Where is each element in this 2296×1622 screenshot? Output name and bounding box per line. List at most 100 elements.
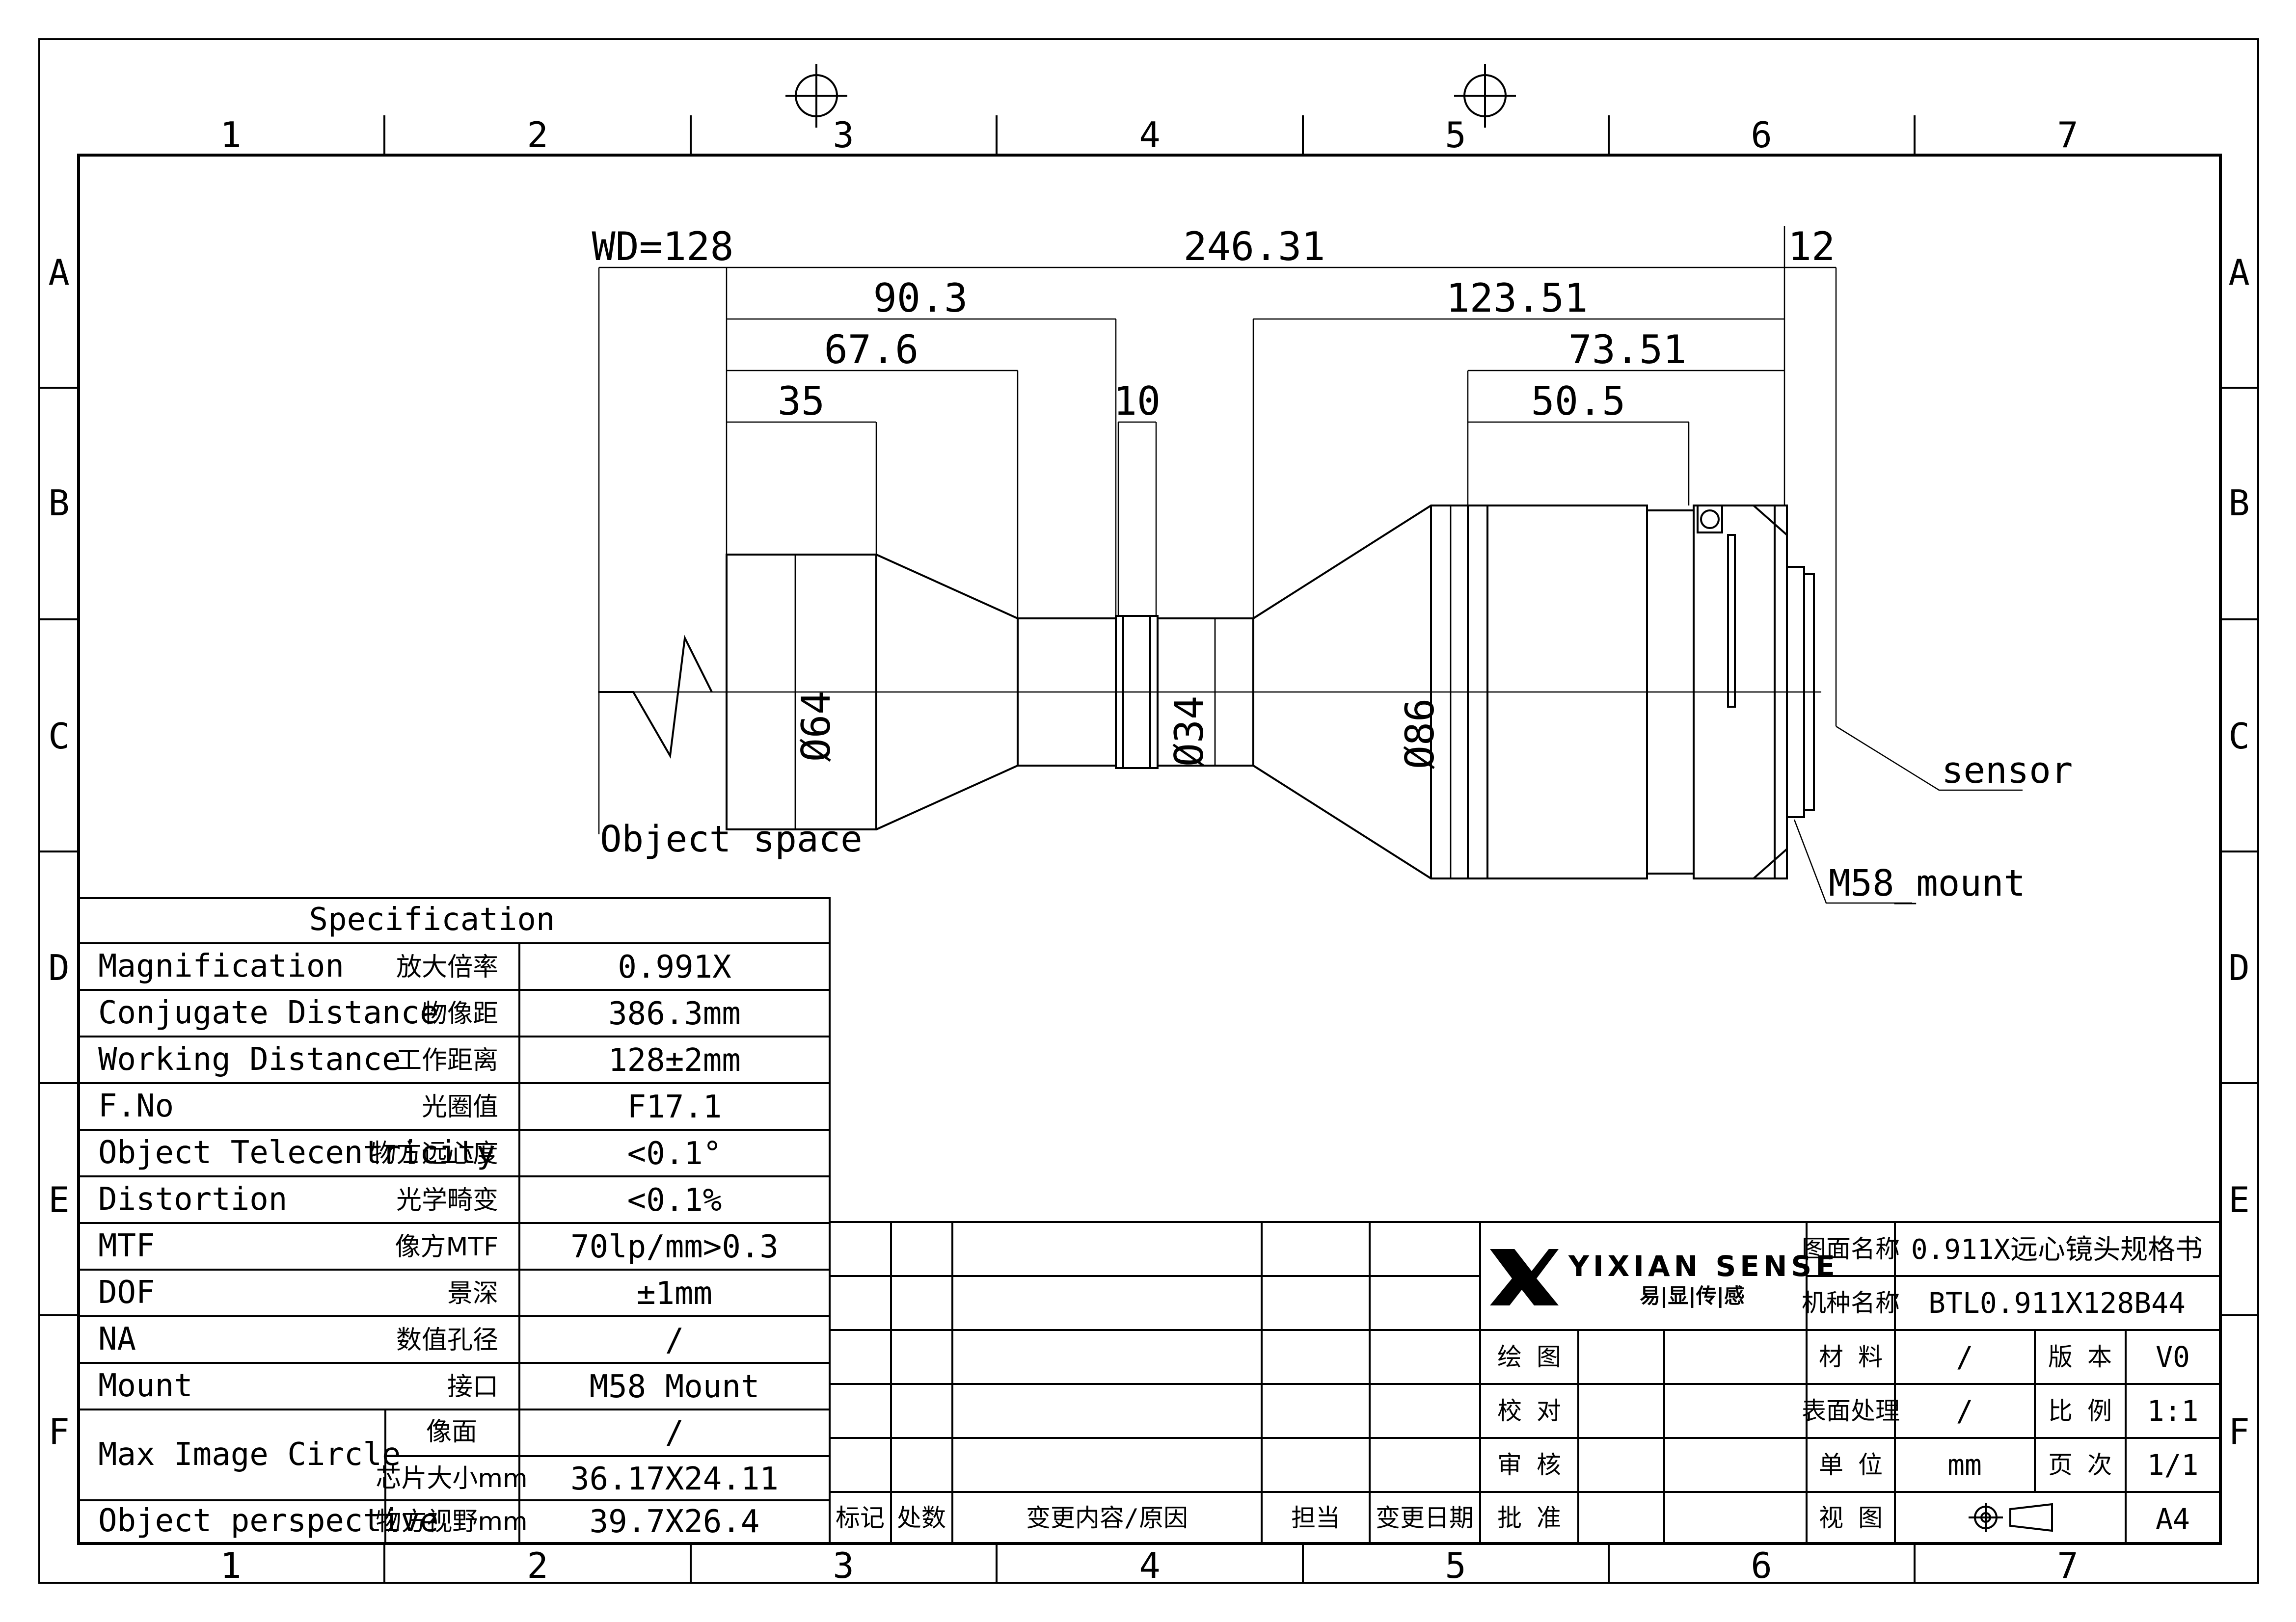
dim-123-51: 123.51 [1446, 275, 1588, 321]
spec-value: ±1mm [637, 1276, 712, 1312]
dim-wd: WD=128 [592, 224, 734, 269]
spec-label-cn: 物像距 [422, 999, 498, 1029]
scale-label: 比 例 [2048, 1397, 2112, 1425]
rev-header-content: 变更内容/原因 [1026, 1504, 1188, 1532]
spec-label-en: Object Telecentricity [98, 1135, 495, 1171]
label-object-space: Object space [600, 818, 863, 860]
spec-value: 0.991X [618, 949, 731, 985]
dim-90-3: 90.3 [873, 275, 968, 321]
spec-label-cn: 放大倍率 [396, 953, 498, 982]
spec-circle-v2: 36.17X24.11 [570, 1461, 779, 1497]
surface-label: 表面处理 [1802, 1397, 1900, 1425]
dim-overall: 246.31 [1184, 224, 1325, 269]
spec-perspective-en: Object perspective [98, 1503, 439, 1539]
model-name: BTL0.911X128B44 [1928, 1286, 2186, 1320]
spec-perspective-cn: 物方视野mm [376, 1507, 527, 1537]
title-block-lines [829, 1221, 2221, 1544]
zone-row-a-right: A [2228, 252, 2249, 293]
rev-header-date: 变更日期 [1376, 1504, 1474, 1532]
dim-sensor-gap: 12 [1788, 224, 1835, 269]
zone-col-5-bottom: 5 [1445, 1545, 1466, 1586]
material-label: 材 料 [1819, 1343, 1883, 1371]
zone-col-7-top: 7 [2057, 114, 2078, 156]
check-label: 校 对 [1497, 1397, 1561, 1425]
break-line [599, 635, 713, 759]
spec-label-en: Mount [98, 1368, 193, 1404]
zone-row-f-right: F [2228, 1411, 2249, 1452]
paper-size: A4 [2156, 1502, 2190, 1536]
brand-name: YIXIAN SENSE [1568, 1250, 1839, 1283]
dimension-lines [599, 226, 2023, 904]
brand-name-cn: 易|显|传|感 [1640, 1284, 1745, 1308]
dim-dia-34: Ø34 [1166, 696, 1212, 767]
zone-col-4-bottom: 4 [1139, 1545, 1160, 1586]
zone-row-d-left: D [48, 947, 69, 988]
zone-row-e-right: E [2228, 1179, 2249, 1221]
zone-col-3-top: 3 [833, 114, 854, 156]
zone-col-4-top: 4 [1139, 114, 1160, 156]
zone-row-b-left: B [48, 482, 69, 524]
version-label: 版 本 [2048, 1343, 2112, 1371]
spec-label-cn: 接口 [447, 1372, 498, 1402]
dim-dia-64: Ø64 [793, 691, 839, 762]
spec-label-en: NA [98, 1321, 136, 1357]
rev-header-count: 处数 [897, 1504, 946, 1532]
spec-value: F17.1 [627, 1089, 722, 1125]
spec-label-cn: 光学畸变 [396, 1186, 498, 1215]
centering-mark-left [785, 64, 847, 128]
spec-circle-en: Max Image Circle [98, 1436, 401, 1473]
rev-header-owner: 担当 [1291, 1504, 1340, 1532]
zone-col-5-top: 5 [1445, 114, 1466, 156]
zone-col-2-bottom: 2 [527, 1545, 548, 1586]
spec-title: Specification [309, 902, 555, 938]
spec-value: M58 Mount [590, 1369, 760, 1405]
dim-35: 35 [778, 378, 825, 424]
dim-50-5: 50.5 [1531, 378, 1626, 424]
spec-label-en: Magnification [98, 948, 344, 984]
surface-value: / [1956, 1394, 1973, 1428]
spec-label-en: F.No [98, 1088, 174, 1124]
spec-label-cn: 数值孔径 [396, 1326, 498, 1355]
zone-row-e-left: E [48, 1179, 69, 1221]
zone-row-f-left: F [48, 1411, 69, 1452]
zone-col-7-bottom: 7 [2057, 1545, 2078, 1586]
front-barrel [726, 554, 877, 830]
spec-perspective-value: 39.7X26.4 [590, 1504, 760, 1540]
drawing-name-label: 图面名称 [1802, 1235, 1900, 1263]
dim-73-51: 73.51 [1568, 327, 1687, 372]
unit-value: mm [1947, 1448, 1982, 1482]
lens-outline [598, 267, 1821, 879]
spec-circle-cn2: 芯片大小mm [376, 1464, 527, 1493]
spec-value: 386.3mm [608, 996, 741, 1032]
spec-value: <0.1° [627, 1136, 722, 1172]
page-label: 页 次 [2048, 1451, 2112, 1479]
spec-label-en: MTF [98, 1228, 155, 1264]
yixian-logo-icon [1490, 1249, 1559, 1305]
zone-row-a-left: A [48, 252, 69, 293]
zone-dividers [39, 115, 2258, 1583]
approve-label: 批 准 [1497, 1504, 1561, 1532]
projection-symbol-icon [1969, 1503, 2053, 1532]
spec-label-en: Distortion [98, 1181, 287, 1218]
page-value: 1/1 [2147, 1448, 2199, 1482]
zone-row-d-right: D [2228, 947, 2249, 988]
locking-screw [1697, 505, 1723, 533]
dim-67-6: 67.6 [824, 327, 919, 372]
zone-row-c-right: C [2228, 716, 2249, 757]
zone-row-c-left: C [48, 716, 69, 757]
centering-mark-right [1454, 64, 1516, 128]
unit-label: 单 位 [1819, 1451, 1883, 1479]
draw-label: 绘 图 [1497, 1343, 1561, 1371]
spec-circle-v1: / [665, 1414, 684, 1451]
spec-label-en: Working Distance [98, 1041, 401, 1078]
spec-label-cn: 景深 [447, 1279, 498, 1308]
spec-label-cn: 光圈值 [422, 1092, 498, 1122]
zone-col-3-bottom: 3 [833, 1545, 854, 1586]
view-label: 视 图 [1819, 1504, 1883, 1532]
scale-value: 1:1 [2147, 1394, 2199, 1428]
spec-label-cn: 像方MTF [395, 1232, 498, 1262]
spec-label-cn: 物方远心度 [371, 1139, 498, 1169]
label-mount: M58_mount [1829, 862, 2026, 904]
review-label: 审 核 [1497, 1451, 1561, 1479]
